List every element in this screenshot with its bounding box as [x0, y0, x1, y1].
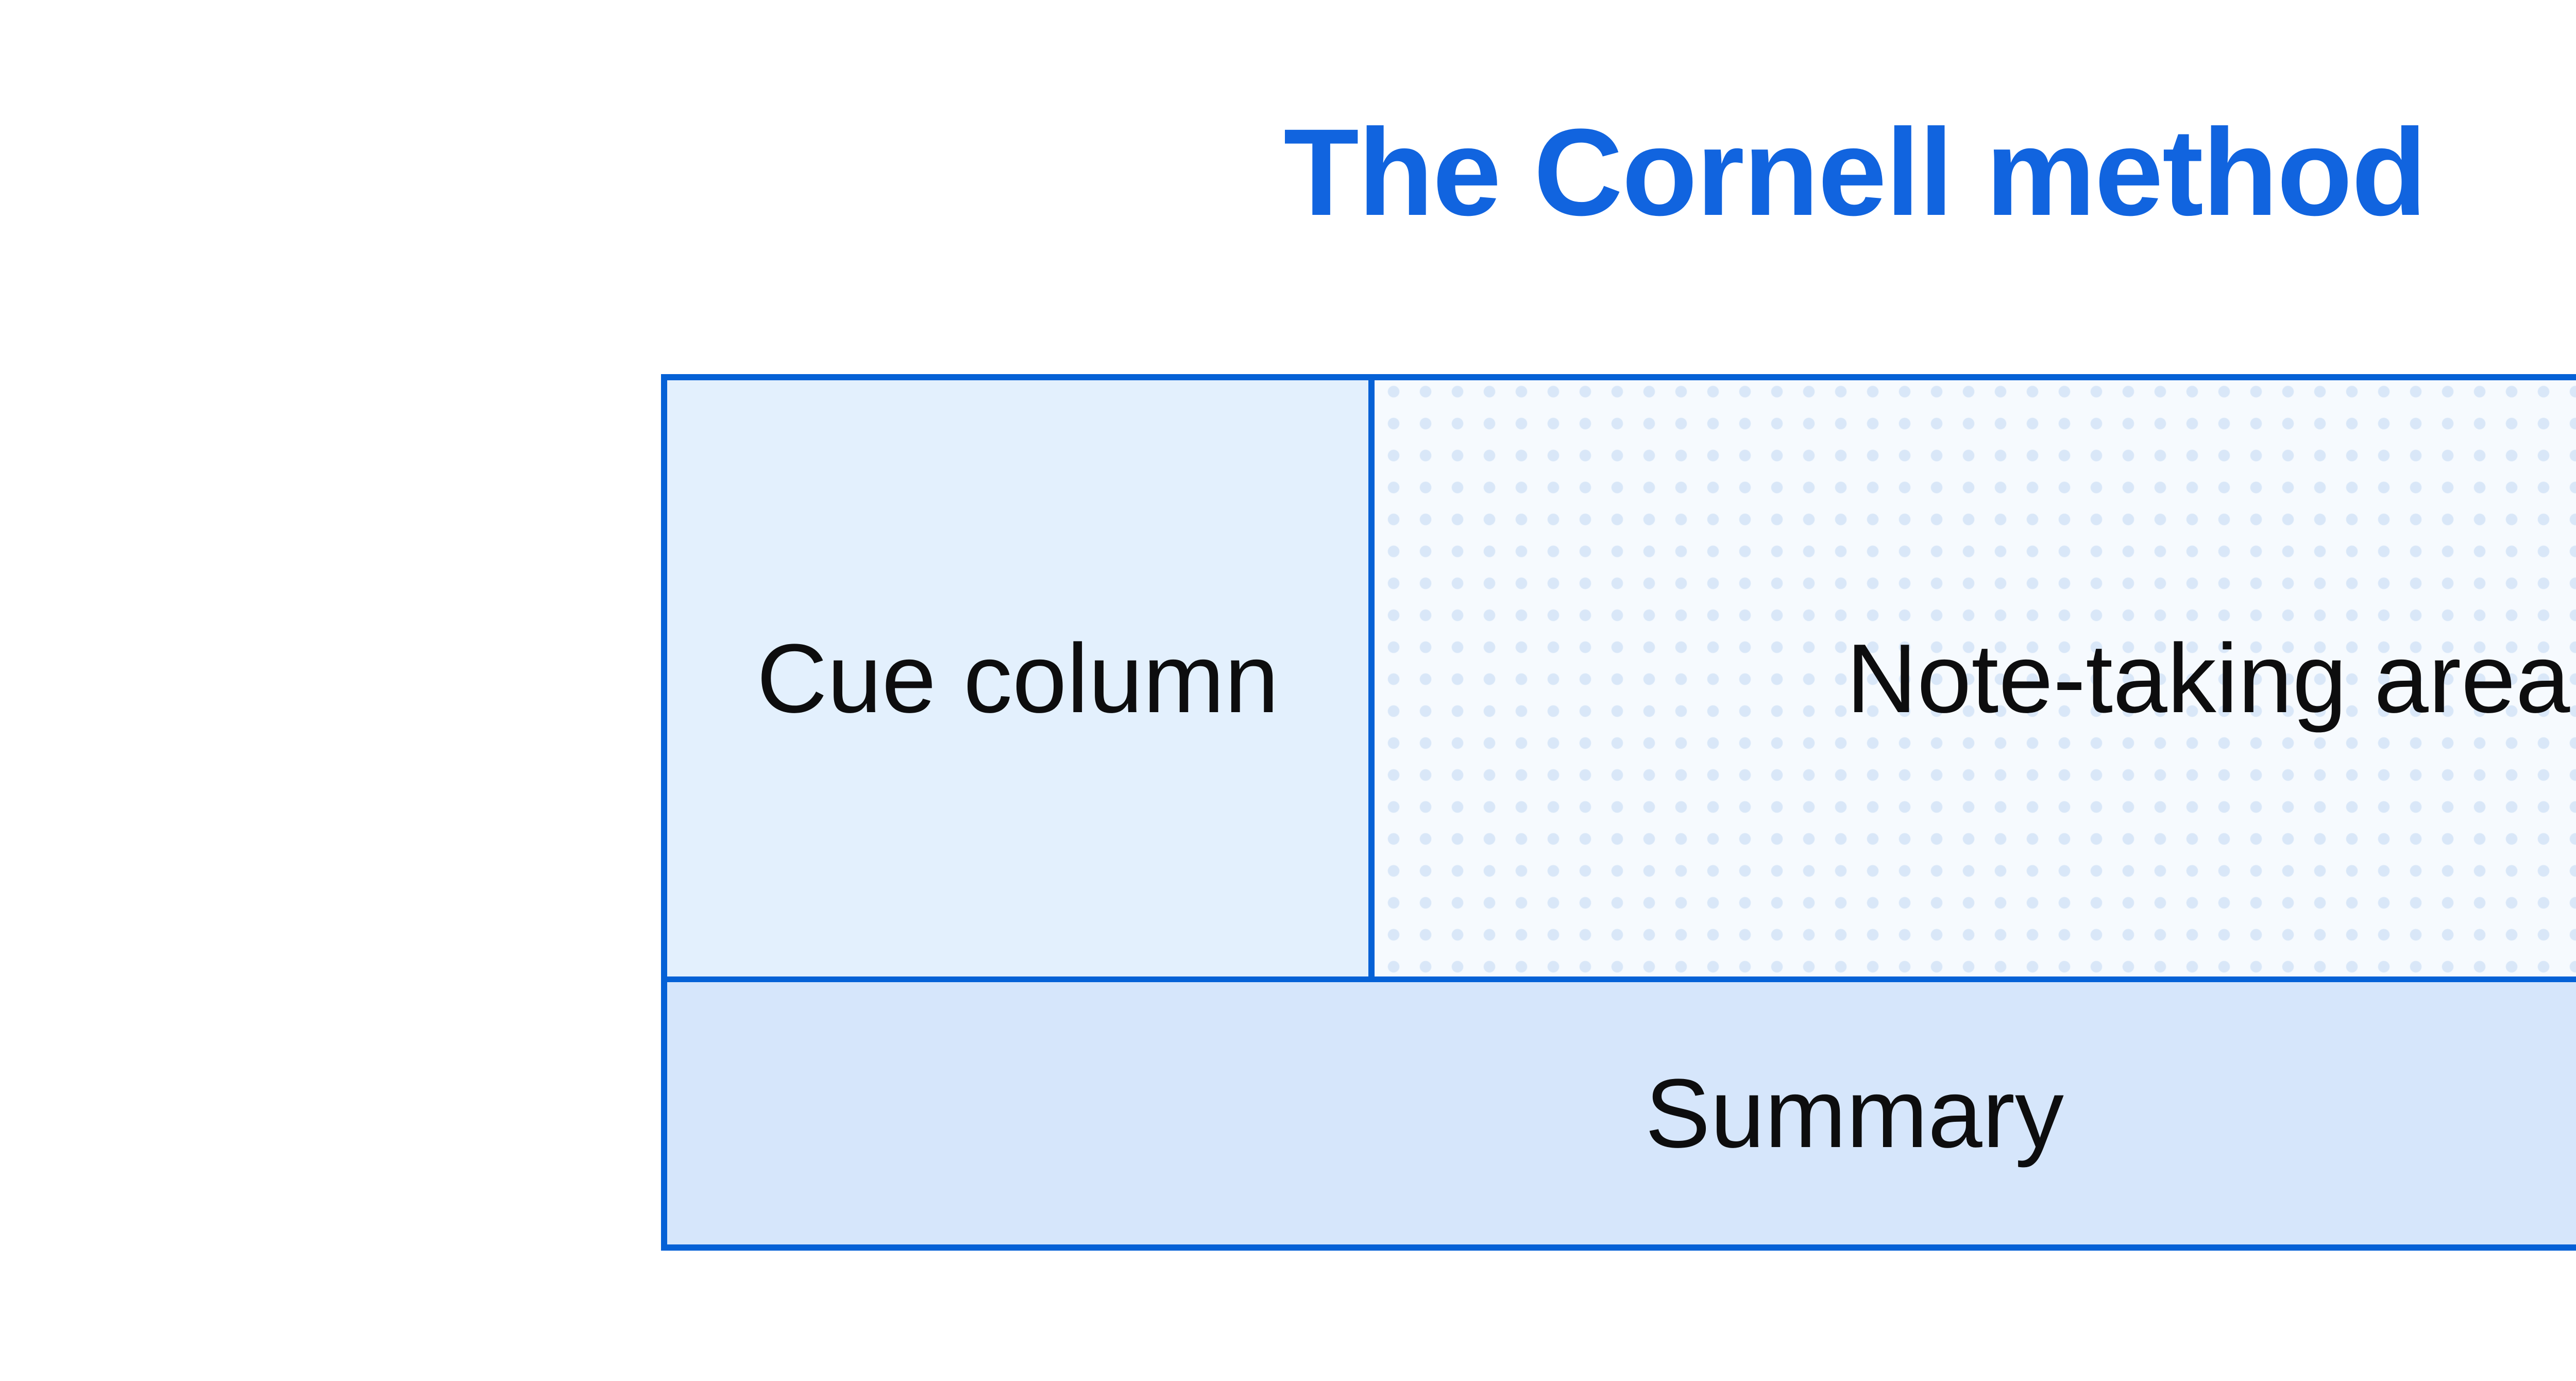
- diagram-top-row: Cue column Note-taking area: [667, 380, 2576, 976]
- vertical-divider: [1368, 380, 1375, 976]
- note-taking-label: Note-taking area: [1846, 624, 2570, 733]
- summary-label: Summary: [1645, 1058, 2064, 1168]
- cue-column-region: Cue column: [667, 380, 1368, 976]
- cue-column-label: Cue column: [756, 624, 1279, 733]
- horizontal-divider: [667, 976, 2576, 982]
- summary-region: Summary: [667, 982, 2576, 1244]
- cornell-diagram: Cue column Note-taking area Summary: [661, 374, 2576, 1251]
- page-title: The Cornell method: [1283, 103, 2427, 241]
- note-taking-region: Note-taking area: [1375, 380, 2576, 976]
